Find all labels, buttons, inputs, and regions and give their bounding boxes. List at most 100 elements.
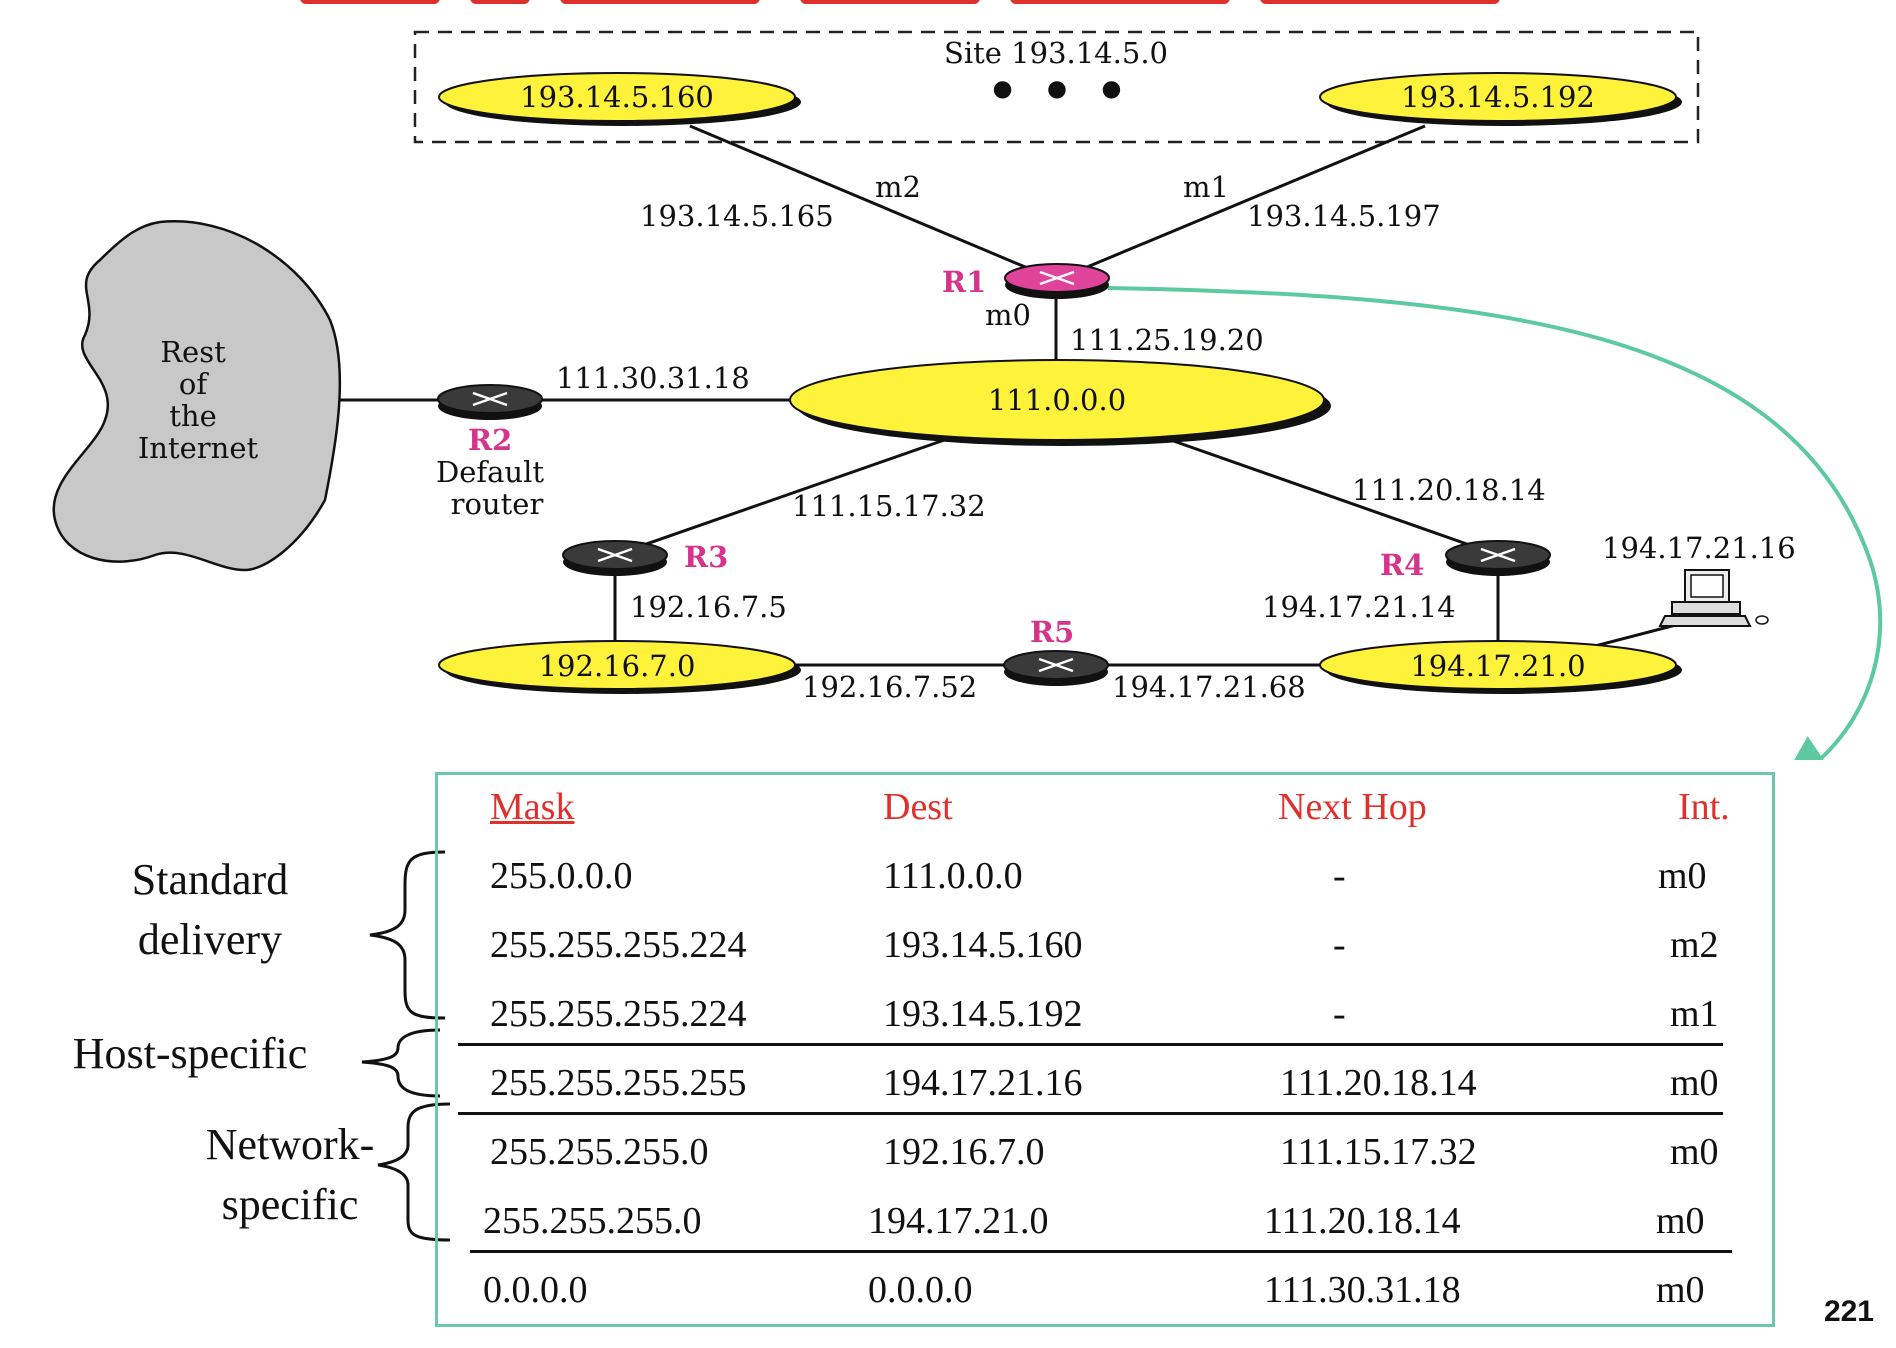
router-r3-icon	[562, 540, 668, 576]
cell-mask: 255.255.255.0	[490, 1131, 709, 1173]
table-row: 255.255.255.0 194.17.21.0 111.20.18.14 m…	[438, 1199, 1772, 1259]
cell-int: m0	[1670, 1131, 1719, 1173]
site-box	[413, 30, 1700, 144]
cell-next-hop: 111.15.17.32	[1280, 1131, 1477, 1173]
cell-dest: 192.16.7.0	[883, 1131, 1045, 1173]
router-r4-icon	[1445, 540, 1551, 576]
cell-int: m0	[1656, 1269, 1705, 1311]
cloud-line-4: Internet	[138, 431, 259, 465]
page-number: 221	[1823, 1295, 1874, 1328]
table-divider	[458, 1112, 1723, 1115]
cell-dest: 111.0.0.0	[883, 855, 1023, 897]
router-r5-icon	[1003, 650, 1109, 686]
router-r1-icon	[1004, 263, 1110, 299]
network-right-lan: 194.17.21.0	[1319, 640, 1682, 694]
r1-m0-ip: 111.25.19.20	[1070, 323, 1264, 357]
table-header: Mask Dest Next Hop Int.	[438, 785, 1772, 845]
cell-dest: 194.17.21.16	[883, 1062, 1083, 1104]
svg-text:111.0.0.0: 111.0.0.0	[988, 383, 1126, 417]
cell-int: m0	[1670, 1062, 1719, 1104]
cell-next-hop: 111.20.18.14	[1280, 1062, 1477, 1104]
brace-host-specific	[361, 1028, 441, 1098]
network-site-left: 193.14.5.160	[438, 72, 801, 126]
cell-next-hop: -	[1333, 855, 1346, 897]
r3-backbone-ip: 111.15.17.32	[792, 489, 986, 523]
cell-dest: 193.14.5.160	[883, 924, 1083, 966]
svg-text:194.17.21.0: 194.17.21.0	[1410, 649, 1585, 683]
r1-m2-label: m2	[875, 170, 921, 204]
r3-lan-ip: 192.16.7.5	[630, 590, 787, 624]
cloud-line-2: of	[179, 367, 209, 401]
cell-next-hop: 111.20.18.14	[1264, 1200, 1461, 1242]
network-backbone: 111.0.0.0	[789, 359, 1331, 446]
cell-dest: 194.17.21.0	[868, 1200, 1049, 1242]
cell-int: m0	[1658, 855, 1707, 897]
table-row: 0.0.0.0 0.0.0.0 111.30.31.18 m0	[438, 1268, 1772, 1328]
site-ellipsis: • • •	[985, 57, 1129, 127]
header-mask: Mask	[490, 786, 575, 828]
lookup-arrow	[1107, 286, 1883, 760]
cell-next-hop: -	[1333, 924, 1346, 966]
network-diagram: Site 193.14.5.0 • • • 193.14.5.160 193.1…	[52, 30, 1883, 760]
table-row: 255.255.255.224 193.14.5.160 - m2	[438, 923, 1772, 983]
r1-m1-ip: 193.14.5.197	[1247, 199, 1441, 233]
group-label-network-specific: Network- specific	[205, 1120, 375, 1229]
r4-lan-ip: 194.17.21.14	[1262, 590, 1456, 624]
group-label-host-specific: Host-specific	[72, 1029, 308, 1078]
table-divider	[458, 1043, 1723, 1046]
network-site-right: 193.14.5.192	[1319, 72, 1682, 126]
r5-left-ip: 192.16.7.52	[802, 670, 977, 704]
cell-mask: 255.255.255.224	[490, 924, 747, 966]
table-divider	[470, 1250, 1732, 1253]
r4-label: R4	[1380, 548, 1424, 582]
cell-mask: 0.0.0.0	[483, 1269, 588, 1311]
cell-mask: 255.255.255.255	[490, 1062, 747, 1104]
table-row: 255.0.0.0 111.0.0.0 - m0	[438, 854, 1772, 914]
header-dest: Dest	[883, 786, 953, 828]
header-int: Int.	[1678, 786, 1730, 828]
cell-int: m2	[1670, 924, 1719, 966]
group-label-standard-delivery: Standard delivery	[131, 855, 289, 964]
r1-m1-label: m1	[1183, 170, 1229, 204]
host-ip: 194.17.21.16	[1602, 531, 1796, 565]
r2-label: R2	[468, 423, 512, 457]
r2-caption-1: Default	[436, 455, 544, 489]
cell-next-hop: -	[1333, 993, 1346, 1035]
cloud-line-3: the	[169, 399, 217, 433]
r5-right-ip: 194.17.21.68	[1112, 670, 1306, 704]
r2-ip: 111.30.31.18	[556, 361, 750, 395]
cloud-line-1: Rest	[160, 335, 226, 369]
router-r2-icon	[437, 384, 543, 420]
table-row: 255.255.255.255 194.17.21.16 111.20.18.1…	[438, 1061, 1772, 1121]
cell-mask: 255.255.255.0	[483, 1200, 702, 1242]
cell-next-hop: 111.30.31.18	[1264, 1269, 1461, 1311]
svg-text:193.14.5.160: 193.14.5.160	[520, 80, 714, 114]
cell-dest: 0.0.0.0	[868, 1269, 973, 1311]
routing-table: Mask Dest Next Hop Int. 255.0.0.0 111.0.…	[435, 772, 1775, 1327]
site-label: Site 193.14.5.0	[944, 36, 1168, 70]
group-braces	[361, 850, 451, 1242]
brace-network-specific	[377, 1102, 451, 1242]
svg-text:193.14.5.192: 193.14.5.192	[1401, 80, 1595, 114]
host-computer-icon	[1658, 569, 1769, 627]
cell-mask: 255.0.0.0	[490, 855, 633, 897]
r1-m2-ip: 193.14.5.165	[640, 199, 834, 233]
brace-standard-delivery	[369, 850, 446, 1020]
network-left-lan: 192.16.7.0	[438, 640, 801, 694]
cell-dest: 193.14.5.192	[883, 993, 1083, 1035]
header-next-hop: Next Hop	[1278, 786, 1427, 828]
svg-text:192.16.7.0: 192.16.7.0	[539, 649, 696, 683]
slide-title-fragment	[0, 0, 1896, 10]
r1-m0-label: m0	[985, 298, 1031, 332]
r3-label: R3	[684, 540, 728, 574]
r5-label: R5	[1030, 615, 1074, 649]
r2-caption-2: router	[451, 487, 544, 521]
links	[340, 124, 1696, 667]
cell-int: m0	[1656, 1200, 1705, 1242]
cell-mask: 255.255.255.224	[490, 993, 747, 1035]
r4-backbone-ip: 111.20.18.14	[1352, 473, 1546, 507]
internet-cloud-icon	[52, 220, 342, 572]
table-row: 255.255.255.0 192.16.7.0 111.15.17.32 m0	[438, 1130, 1772, 1190]
table-row: 255.255.255.224 193.14.5.192 - m1	[438, 992, 1772, 1052]
r1-label: R1	[942, 265, 986, 299]
